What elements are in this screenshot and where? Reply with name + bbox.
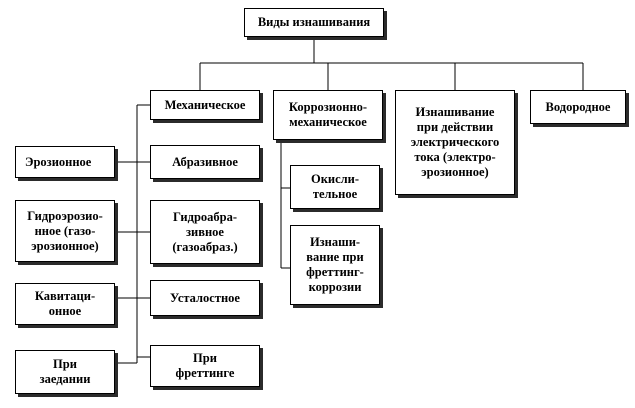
root-node: Виды изнашивания	[244, 8, 384, 37]
node-hydroerosive: Гидроэрозио- нное (газо- эрозионное)	[15, 200, 115, 262]
node-seizure: При заедании	[15, 350, 115, 394]
node-hydrogen: Водородное	[530, 90, 626, 124]
node-fretting: При фреттинге	[150, 345, 260, 387]
node-mechanical: Механическое	[150, 90, 260, 120]
node-fatigue: Усталостное	[150, 280, 260, 316]
node-corrosion-mechanical: Коррозионно- механическое	[273, 90, 383, 140]
node-oxidative: Окисли- тельное	[290, 165, 380, 209]
node-fretting-corrosion: Изнаши- вание при фреттинг- коррозии	[290, 225, 380, 305]
node-electroerosion: Изнашивание при действии электрического …	[395, 90, 515, 195]
node-abrasive: Абразивное	[150, 145, 260, 179]
node-cavitation: Кавитаци- онное	[15, 283, 115, 325]
node-hydroabrasive: Гидроабра- зивное (газоабраз.)	[150, 200, 260, 264]
node-erosive: Эрозионное	[15, 146, 115, 178]
